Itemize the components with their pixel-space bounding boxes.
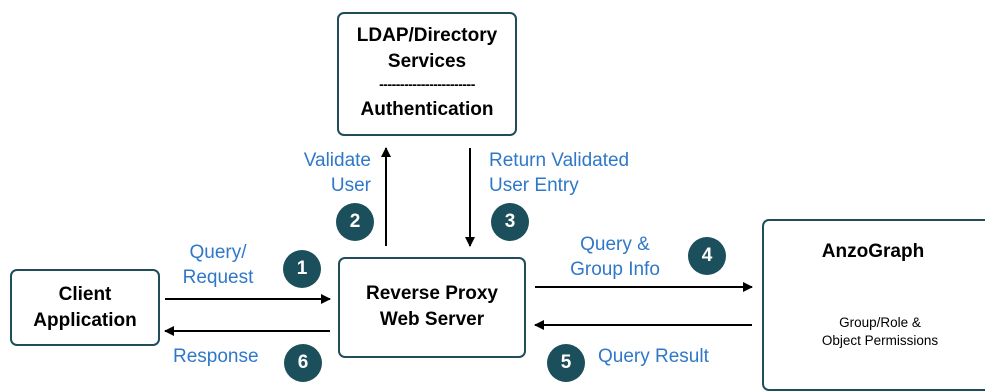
database-label-line2: Object Permissions (821, 333, 939, 348)
client-label-line1: Client (58, 284, 112, 305)
proxy-label-line1: Reverse Proxy (365, 283, 499, 304)
anzograph-box: AnzoGraph (762, 219, 985, 391)
step-6-badge: 6 (284, 344, 322, 382)
database-label-line1: Group/Role & (839, 315, 921, 330)
step-1-label-line2: Request (182, 267, 254, 288)
client-application-box: Client Application (10, 269, 160, 346)
step-1-badge: 1 (283, 250, 321, 288)
step-6-label: Response (173, 344, 259, 369)
ldap-divider: ----------------------- (379, 76, 475, 92)
step-3-label-line1: Return Validated (489, 150, 630, 171)
step-1-label-line1: Query/ (189, 242, 247, 263)
step-3-label: Return Validated User Entry (489, 148, 629, 198)
reverse-proxy-box: Reverse Proxy Web Server (338, 257, 526, 358)
step-3-badge: 3 (491, 203, 529, 241)
step-2-label-line2: User (330, 175, 371, 196)
step-5-label: Query Result (598, 344, 709, 369)
step-6-label-line1: Response (173, 346, 259, 367)
proxy-label-line2: Web Server (379, 309, 485, 330)
step-4-label: Query & Group Info (560, 232, 670, 282)
step-4-label-line2: Group Info (570, 259, 660, 280)
step-5-badge: 5 (547, 344, 585, 382)
ldap-directory-services-box: LDAP/Directory Services ----------------… (337, 12, 517, 136)
anzograph-title: AnzoGraph (821, 241, 925, 262)
step-2-label: Validate User (271, 148, 371, 198)
database-label: Group/Role & Object Permissions (807, 314, 953, 350)
step-5-label-line1: Query Result (598, 346, 709, 367)
step-2-badge: 2 (336, 203, 374, 241)
step-4-badge: 4 (688, 237, 726, 275)
step-3-label-line2: User Entry (489, 175, 579, 196)
client-label-line2: Application (33, 310, 137, 331)
step-4-label-line1: Query & (580, 234, 650, 255)
ldap-title-line2: Services (387, 51, 467, 72)
ldap-title-line1: LDAP/Directory (356, 25, 498, 46)
step-2-label-line1: Validate (303, 150, 371, 171)
ldap-authentication-label: Authentication (360, 99, 494, 120)
step-1-label: Query/ Request (175, 240, 261, 290)
